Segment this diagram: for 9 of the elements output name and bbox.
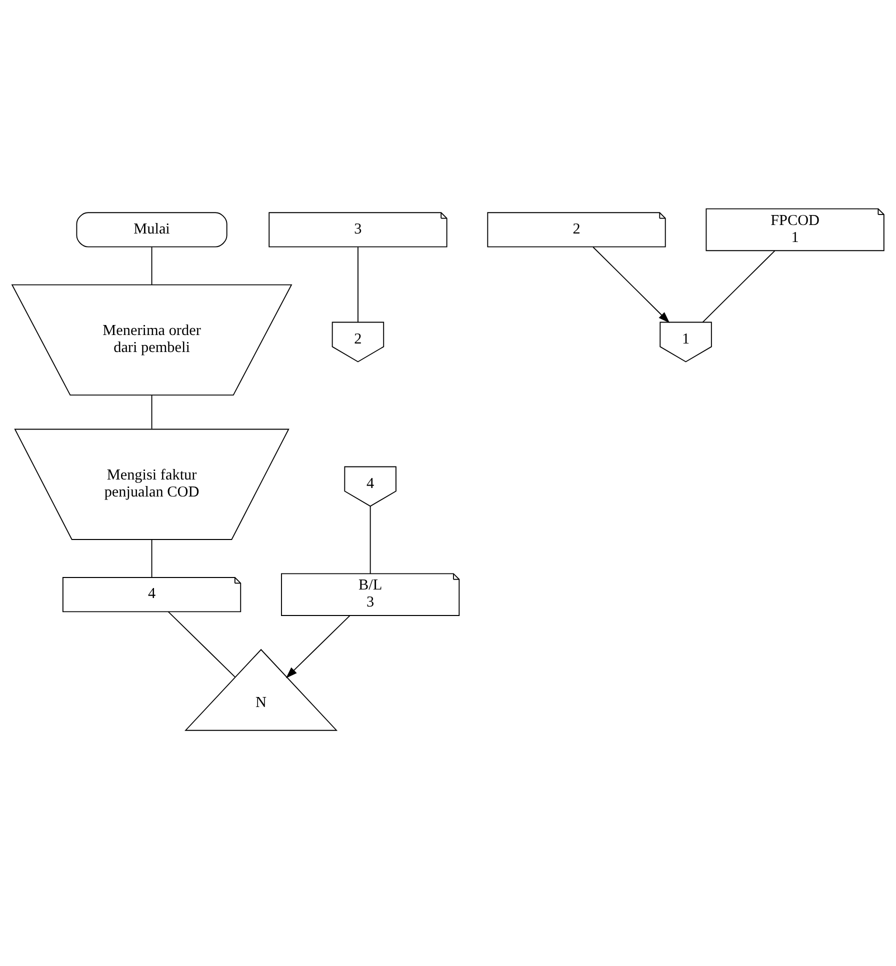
connector [151,394,152,430]
connector [702,250,776,323]
connector [370,506,371,574]
connector [151,539,152,578]
arrow [592,246,670,324]
connector [151,246,152,286]
node-box: Mulai [76,212,228,248]
arrow [286,615,350,678]
connector [168,611,236,678]
